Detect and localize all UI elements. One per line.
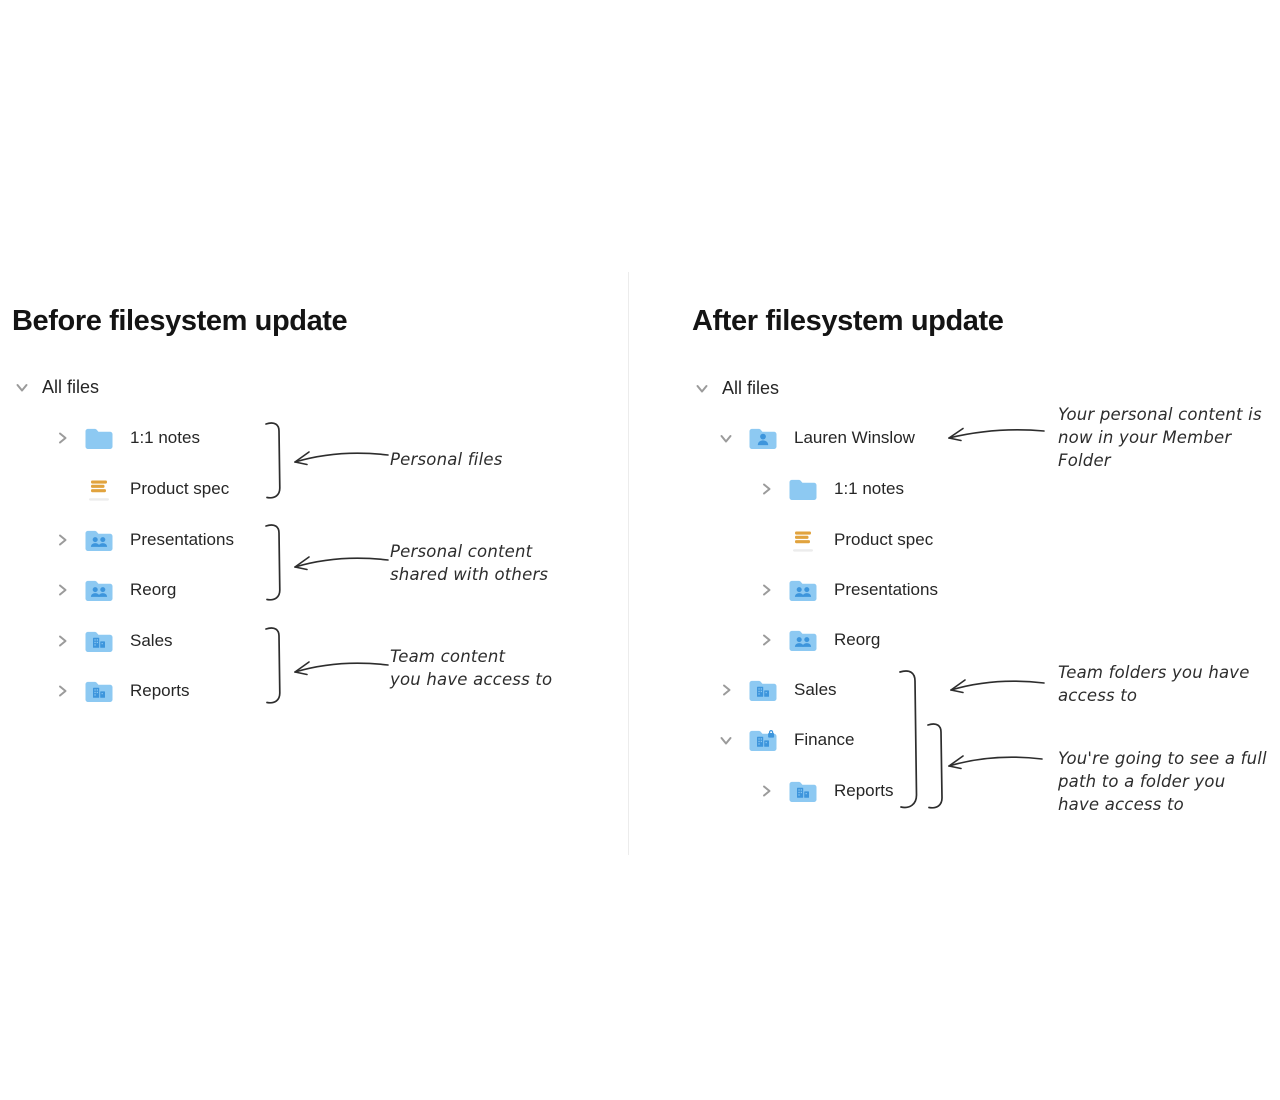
before-panel-title: Before filesystem update <box>12 305 348 338</box>
chevron-down-icon[interactable] <box>14 379 30 395</box>
tree-row-label: Product spec <box>834 530 934 549</box>
all-files-root-before[interactable]: All files <box>14 370 99 404</box>
shared-folder-icon <box>789 630 817 651</box>
tree-row-label: Lauren Winslow <box>794 428 915 447</box>
bracket-personal-shared <box>265 524 281 601</box>
after-panel-title: After filesystem update <box>692 305 1004 338</box>
tree-row-label: Finance <box>794 730 855 749</box>
row-sales-after[interactable]: Sales <box>718 673 837 707</box>
row-sales-before[interactable]: Sales <box>54 624 173 658</box>
tree-row-label: Reorg <box>834 630 881 649</box>
chevron-right-icon[interactable] <box>54 532 70 548</box>
row-reorg-before[interactable]: Reorg <box>54 573 176 607</box>
chevron-right-icon[interactable] <box>758 632 774 648</box>
arrow-team-folders <box>950 679 1045 694</box>
chevron-down-icon[interactable] <box>718 430 734 446</box>
row-presentations-after[interactable]: Presentations <box>758 573 938 607</box>
arrow-member-folder <box>948 427 1045 442</box>
row-reports-before[interactable]: Reports <box>54 674 190 708</box>
note-team-content: Team content you have access to <box>390 647 553 689</box>
note-full-path: You're going to see a full path to a fol… <box>1058 749 1267 814</box>
team-folder-icon <box>789 781 817 802</box>
row-product-spec-after[interactable]: Product spec <box>758 523 933 557</box>
bracket-personal-files <box>265 422 281 499</box>
note-member-folder: Your personal content is now in your Mem… <box>1058 405 1262 470</box>
tree-row-label: 1:1 notes <box>834 479 904 498</box>
tree-row-label: Product spec <box>130 479 230 498</box>
tree-row-label: Reports <box>130 681 190 700</box>
chevron-down-icon[interactable] <box>718 732 734 748</box>
row-reports-after[interactable]: Reports <box>758 774 894 808</box>
root-label: All files <box>722 377 780 398</box>
bracket-full-path <box>927 723 943 809</box>
root-label: All files <box>42 376 100 397</box>
tree-row-label: Sales <box>794 680 837 699</box>
paper-doc-icon <box>793 531 813 552</box>
chevron-right-icon[interactable] <box>718 682 734 698</box>
arrow-team-content <box>294 661 389 676</box>
row-1-1-notes-before[interactable]: 1:1 notes <box>54 421 200 455</box>
bracket-team-content <box>265 627 281 704</box>
bracket-team-folders <box>899 670 918 809</box>
chevron-right-icon[interactable] <box>758 481 774 497</box>
note-personal-shared: Personal content shared with others <box>390 542 549 584</box>
note-team-folders: Team folders you have access to <box>1058 663 1250 705</box>
row-lauren-winslow-after[interactable]: Lauren Winslow <box>718 421 915 455</box>
arrow-personal-files <box>294 451 389 466</box>
shared-folder-icon <box>789 580 817 601</box>
all-files-root-after[interactable]: All files <box>694 371 779 405</box>
tree-row-label: Presentations <box>130 530 234 549</box>
row-product-spec-before[interactable]: Product spec <box>54 472 229 506</box>
chevron-right-icon[interactable] <box>758 783 774 799</box>
team-folder-icon <box>85 631 113 652</box>
folder-icon <box>789 479 817 500</box>
team-folder-icon <box>749 680 777 701</box>
paper-doc-icon <box>89 480 109 501</box>
tree-row-label: Reorg <box>130 580 177 599</box>
tree-row-label: Reports <box>834 781 894 800</box>
chevron-right-icon[interactable] <box>54 683 70 699</box>
tree-row-label: Presentations <box>834 580 938 599</box>
shared-folder-icon <box>85 530 113 551</box>
tree-row-label: 1:1 notes <box>130 428 200 447</box>
shared-folder-icon <box>85 580 113 601</box>
member-folder-icon <box>749 428 777 449</box>
chevron-right-icon[interactable] <box>54 633 70 649</box>
team-folder-lock-icon <box>749 729 777 751</box>
chevron-right-icon[interactable] <box>54 582 70 598</box>
arrow-personal-shared <box>294 556 389 571</box>
chevron-right-icon[interactable] <box>54 430 70 446</box>
folder-icon <box>85 428 113 449</box>
row-finance-after[interactable]: Finance <box>718 723 854 757</box>
note-personal-files: Personal files <box>390 450 503 469</box>
team-folder-icon <box>85 681 113 702</box>
row-presentations-before[interactable]: Presentations <box>54 523 234 557</box>
panel-divider <box>628 272 629 855</box>
chevron-down-icon[interactable] <box>694 380 710 396</box>
row-1-1-notes-after[interactable]: 1:1 notes <box>758 472 904 506</box>
tree-row-label: Sales <box>130 631 173 650</box>
row-reorg-after[interactable]: Reorg <box>758 623 880 657</box>
chevron-right-icon[interactable] <box>758 582 774 598</box>
arrow-full-path <box>948 755 1043 770</box>
